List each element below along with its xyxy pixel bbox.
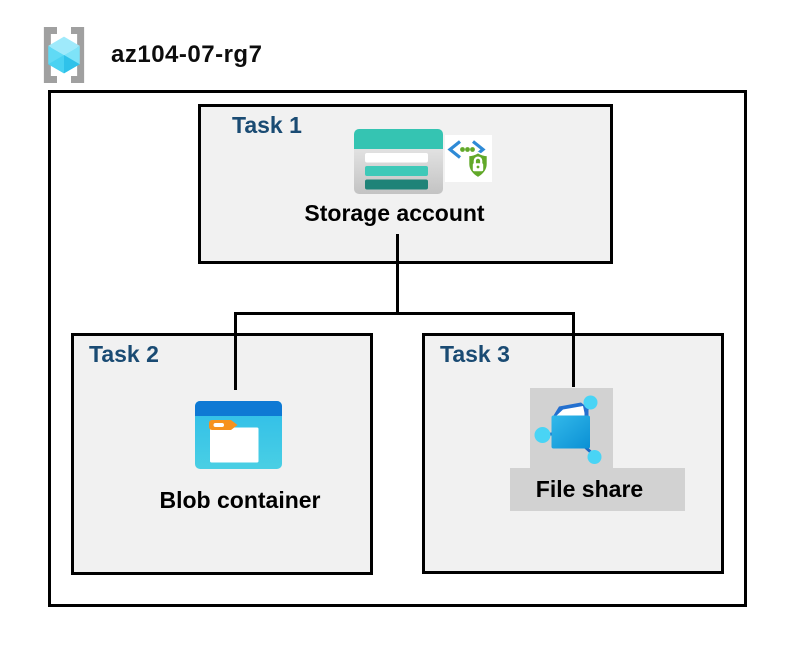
resource-group-title: az104-07-rg7: [111, 41, 263, 68]
file-share-icon: [534, 395, 602, 464]
file-share-label-highlight: File share: [510, 468, 685, 511]
task1-label: Task 1: [232, 112, 302, 138]
task2-label: Task 2: [89, 341, 159, 367]
file-share-icon-highlight: [530, 388, 613, 468]
resource-group-icon: [43, 27, 85, 83]
secure-access-icon: [445, 135, 492, 182]
task1-box: Task 1: [198, 104, 613, 264]
file-share-label: File share: [535, 476, 644, 502]
task3-label: Task 3: [440, 341, 510, 367]
task2-box: Task 2 Blob container: [71, 333, 373, 575]
blob-container-label: Blob container: [159, 487, 321, 513]
storage-account-icon: [354, 129, 443, 194]
connector-to-blob-container: [234, 312, 237, 390]
connector-storage-stem: [396, 234, 399, 315]
blob-container-icon: [195, 401, 282, 469]
resource-group-boundary: Task 1: [48, 90, 747, 607]
storage-account-label: Storage account: [304, 200, 485, 226]
connector-to-file-share: [572, 312, 575, 387]
connector-horizontal: [234, 312, 575, 315]
